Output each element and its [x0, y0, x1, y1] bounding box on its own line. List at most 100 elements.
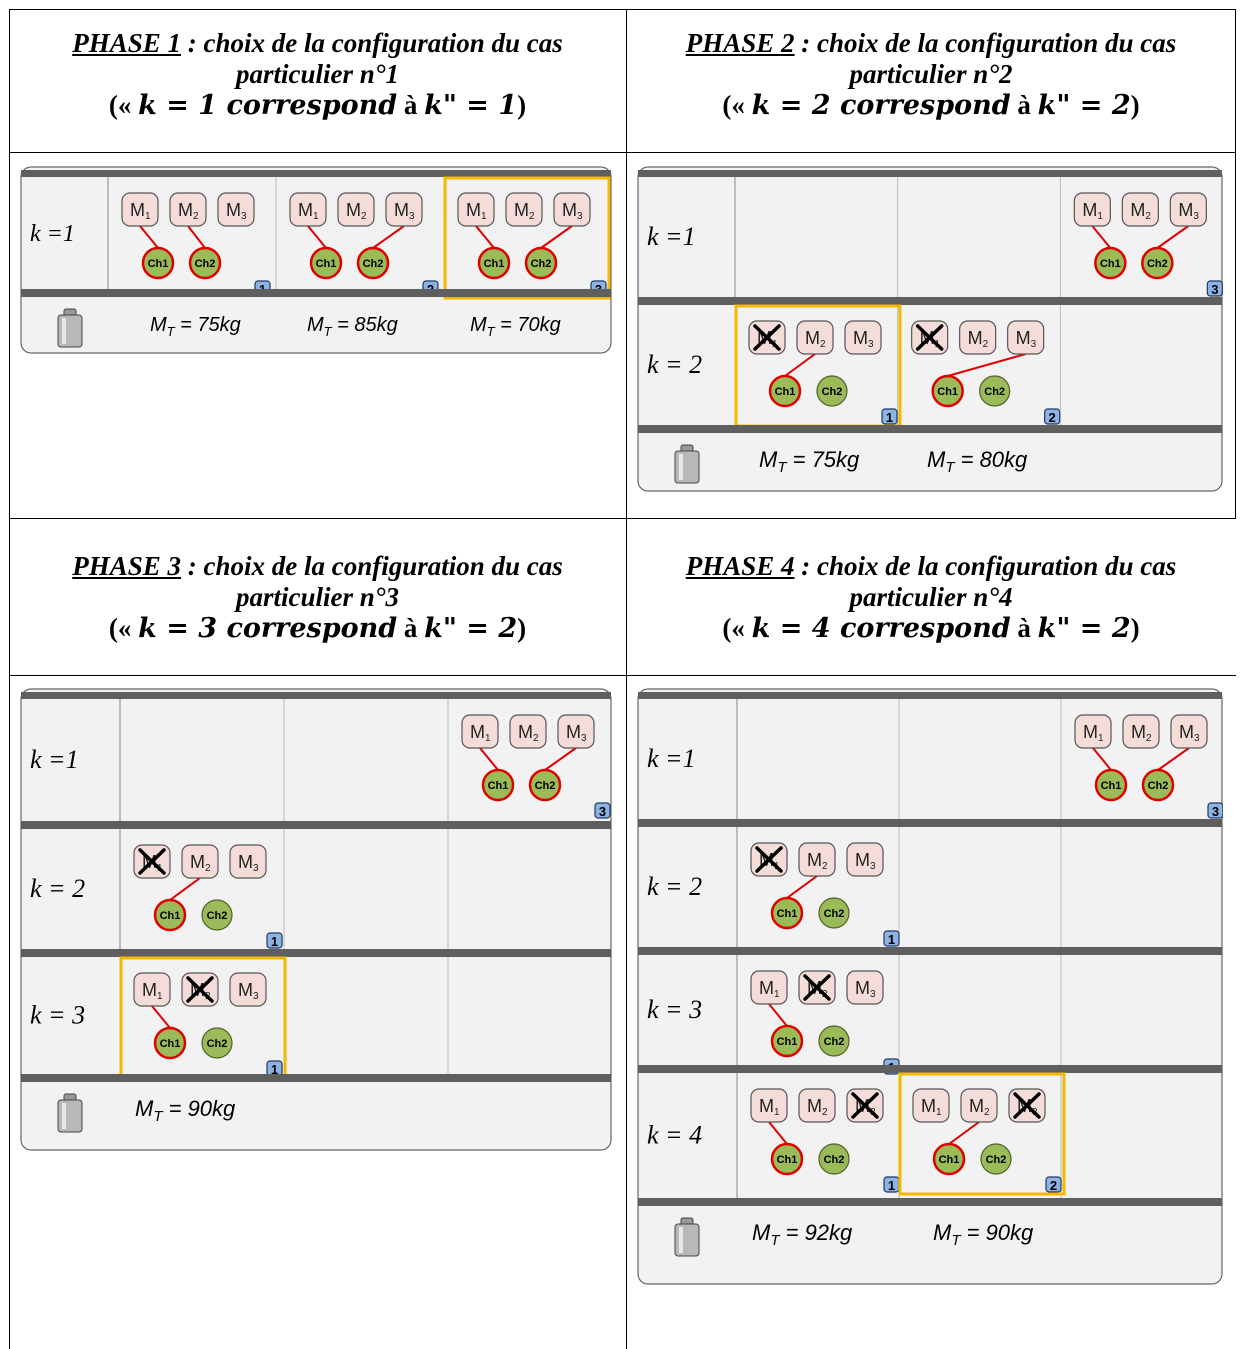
- k-row-label: k =1: [30, 221, 75, 247]
- k-prime-expression: k" = 1: [424, 90, 518, 121]
- mass-value: = 85kg: [332, 314, 398, 336]
- phase-title: PHASE 4: [685, 551, 795, 581]
- assignment-link: [784, 353, 816, 377]
- channel-label: Ch2: [822, 386, 843, 398]
- channel-label: Ch2: [1148, 780, 1169, 792]
- machine-subscript: 3: [253, 991, 259, 1002]
- phase-1-header: PHASE 1 : choix de la configuration du c…: [12, 28, 623, 121]
- assignment-link: [372, 225, 405, 249]
- channel-circle: [818, 1143, 850, 1175]
- machine-subscript: 2: [361, 211, 367, 222]
- k-row-label: k = 2: [30, 874, 85, 903]
- channel-label: Ch1: [488, 780, 509, 792]
- selected-frame: [898, 1072, 1066, 1196]
- channel-circle: [141, 246, 175, 280]
- panel-background: [637, 688, 1223, 1285]
- header-subline: particulier n°2: [849, 59, 1013, 89]
- k-row-label: k = 4: [647, 1121, 702, 1150]
- mass-subscript: T: [945, 459, 956, 476]
- mass-subscript: T: [777, 459, 788, 476]
- channel-circle: [528, 768, 562, 802]
- machine-box: [959, 320, 997, 355]
- machine-subscript: 2: [983, 339, 989, 350]
- k-expression: k = 4 correspond: [751, 613, 1011, 644]
- channel-circle: [931, 374, 964, 408]
- channel-label: Ch2: [207, 1038, 228, 1050]
- channel-circle: [770, 1142, 804, 1176]
- row-divider: [638, 425, 1222, 433]
- crossed-out-icon: [803, 974, 831, 1001]
- assignment-link: [948, 1121, 980, 1145]
- mass-value: = 92kg: [780, 1220, 854, 1245]
- k-row-label: k = 2: [647, 350, 702, 379]
- k-row-label: k =1: [647, 222, 696, 251]
- weight-shine: [679, 454, 683, 480]
- phase-title: PHASE 1: [72, 28, 181, 58]
- machine-subscript: 2: [822, 1107, 828, 1118]
- header-line: : choix de la configuration du cas: [181, 551, 563, 581]
- machine-subscript: 1: [157, 991, 163, 1002]
- mass-value: = 90kg: [163, 1096, 237, 1121]
- channel-label: Ch1: [775, 386, 796, 398]
- assignment-link: [1156, 225, 1189, 249]
- machine-box: [844, 320, 882, 355]
- mass-subscript: T: [324, 324, 333, 339]
- total-mass: MT = 90kg: [135, 1096, 236, 1125]
- machine-subscript: 3: [577, 211, 583, 222]
- top-divider: [21, 692, 611, 699]
- config-cell: M1M2M3Ch1Ch22: [898, 1072, 1066, 1196]
- weight-icon: [674, 1217, 700, 1257]
- total-mass: MT = 70kg: [470, 314, 561, 339]
- index-badge-label: 3: [1211, 282, 1218, 297]
- selected-frame: [443, 176, 611, 300]
- assignment-link: [307, 225, 327, 249]
- machine-box: [1122, 714, 1160, 749]
- channel-circle: [309, 246, 343, 280]
- machine-box: [1170, 714, 1208, 749]
- index-badge: [1044, 408, 1061, 425]
- k-row-label: k =1: [647, 744, 696, 773]
- channel-circle: [477, 246, 511, 280]
- mass-subscript: T: [951, 1232, 962, 1249]
- channel-circle: [524, 246, 558, 280]
- config-cell: M1M2M3Ch1Ch21: [750, 842, 900, 947]
- channel-label: Ch1: [484, 258, 505, 270]
- machine-subscript: 3: [870, 861, 876, 872]
- channel-label: Ch2: [1147, 258, 1168, 270]
- crossed-out-icon: [851, 1092, 879, 1119]
- top-divider: [21, 170, 611, 177]
- channel-circle: [818, 897, 850, 929]
- machine-box: [553, 192, 591, 227]
- weight-shine: [679, 1227, 683, 1253]
- config-cell: M1M2M3Ch1Ch21: [133, 844, 283, 949]
- index-badge-label: 3: [1212, 804, 1219, 819]
- weight-body: [674, 450, 700, 484]
- crossed-out-icon: [1013, 1092, 1041, 1119]
- mass-value: = 70kg: [495, 314, 561, 336]
- channel-label: Ch2: [824, 1154, 845, 1166]
- channel-circle: [201, 899, 233, 931]
- row-divider: [21, 289, 611, 297]
- machine-box: [796, 320, 834, 355]
- machine-subscript: 3: [1193, 211, 1199, 222]
- channel-label: Ch1: [148, 258, 169, 270]
- k-row: k = 3M1M2M3Ch1Ch21: [647, 955, 1062, 1075]
- machine-subscript: 3: [1031, 339, 1037, 350]
- phase-title: PHASE 2: [685, 28, 795, 58]
- assignment-link: [1092, 747, 1112, 771]
- row-divider: [638, 1198, 1222, 1206]
- machine-box: [509, 714, 547, 749]
- row-divider: [638, 947, 1222, 955]
- channel-circle: [816, 375, 848, 407]
- machine-box: [557, 714, 595, 749]
- index-badge-label: 1: [886, 410, 893, 425]
- weight-shine: [62, 1103, 66, 1129]
- assignment-link: [544, 747, 577, 771]
- phase-title: PHASE 3: [72, 551, 181, 581]
- assignment-link: [768, 1003, 788, 1027]
- total-mass: MT = 90kg: [933, 1220, 1034, 1249]
- channel-label: Ch1: [937, 386, 958, 398]
